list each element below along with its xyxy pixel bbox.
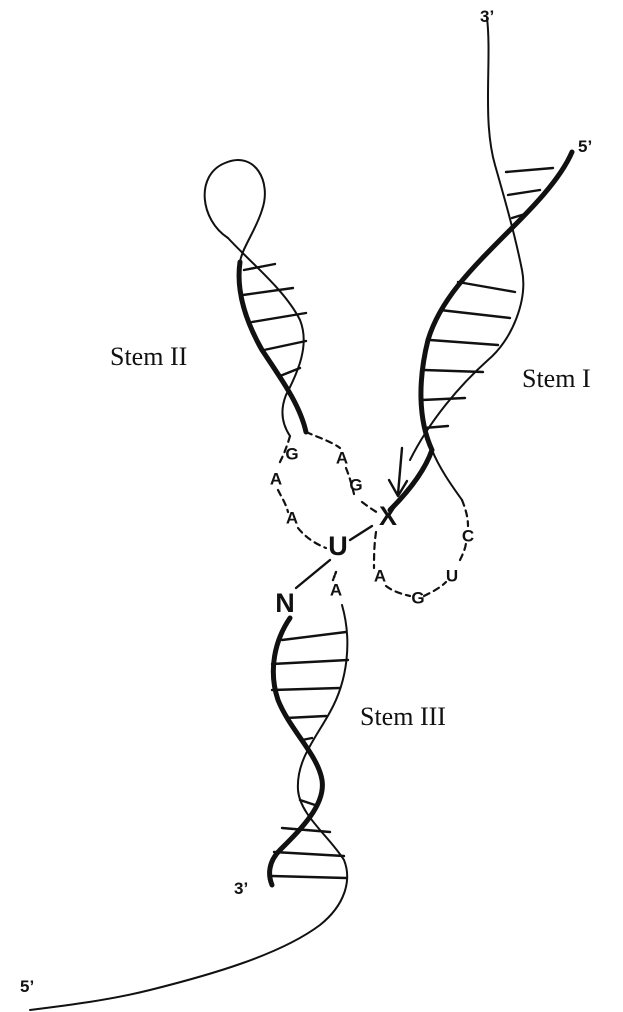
stem-i-strand-b	[390, 152, 572, 510]
stem-iii-3prime-end: 3’	[234, 879, 248, 898]
core-bond	[296, 560, 330, 588]
stem-i-5prime-end: 5’	[578, 137, 592, 156]
core-link	[386, 586, 410, 596]
nucleotide-a: A	[374, 567, 386, 586]
stem-i-helix	[390, 18, 572, 510]
nucleotide-g: G	[285, 445, 298, 464]
stem-iii-strand-thin	[30, 605, 347, 1010]
stem-i-base-pair	[440, 310, 510, 318]
core-bond	[333, 572, 336, 580]
stem-ii-base-pair	[264, 341, 306, 350]
nucleotide-g: G	[349, 476, 362, 495]
stem-ii-label: Stem II	[110, 342, 187, 371]
stem-i-base-pair	[424, 370, 483, 372]
core-link	[298, 528, 326, 548]
core-link	[306, 432, 340, 448]
arrow-down-icon	[389, 448, 407, 496]
stem-ii-loop	[205, 160, 265, 262]
stem-iii-base-pair	[282, 828, 330, 832]
stem-i-base-pair	[508, 190, 540, 195]
core-link	[374, 532, 376, 568]
nucleotide-a: A	[286, 509, 298, 528]
nucleotide-a: A	[270, 470, 282, 489]
nucleotide-u: U	[328, 531, 348, 561]
core-link	[362, 502, 380, 514]
stem-i-loop-tail	[432, 450, 462, 500]
stem-i-base-pair	[458, 282, 515, 292]
stem-i-3prime-end: 3’	[480, 7, 494, 26]
stem-iii-base-pair	[282, 632, 346, 640]
stem-i-base-pair	[422, 398, 465, 400]
stem-i-label: Stem I	[522, 364, 591, 393]
stem-i-base-pair	[430, 340, 498, 345]
stem-i-base-pair	[506, 168, 553, 172]
nucleotide-g: G	[411, 589, 424, 608]
bottom-5prime-end: 5’	[20, 977, 34, 996]
nucleotide-a: A	[330, 581, 342, 600]
stem-iii-strand-thick	[270, 618, 323, 885]
nucleotide-x: X	[379, 501, 397, 531]
stem-ii-base-pair	[243, 288, 293, 295]
stem-i-base-pair	[424, 426, 448, 428]
stem-iii-helix	[30, 605, 348, 1010]
stem-ii-helix	[205, 160, 306, 436]
stem-iii-base-pair	[272, 660, 348, 664]
stem-iii-label: Stem III	[360, 702, 446, 731]
stem-iii-base-pair	[274, 852, 344, 856]
nucleotide-a: A	[336, 449, 348, 468]
stem-iii-base-pair	[286, 716, 326, 718]
nucleotide-u: U	[446, 567, 458, 586]
stem-iii-base-pair	[272, 876, 346, 878]
core-bond	[350, 526, 372, 540]
stem-iii-base-pair	[272, 688, 340, 690]
stem-i-strand-a	[410, 18, 523, 460]
nucleotide-n: N	[275, 588, 295, 618]
nucleotide-c: C	[462, 527, 474, 546]
catalytic-core: G A G A A U X N A A G U C	[270, 432, 474, 618]
core-link	[462, 500, 468, 526]
core-link	[424, 582, 446, 596]
